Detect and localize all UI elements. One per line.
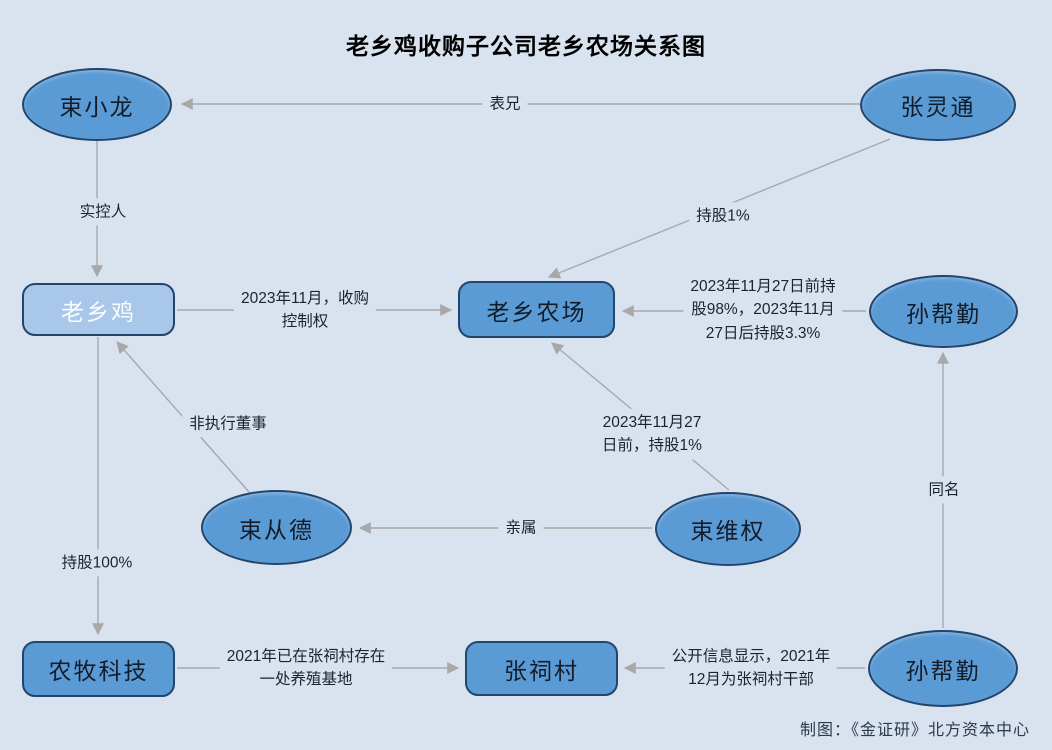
edge-label-weiquan-holding: 2023年11月27 日前，持股1% [595,408,709,460]
edge-label-controller: 实控人 [72,198,134,226]
edge-label-acquire: 2023年11月，收购 控制权 [233,284,377,336]
node-sun-bangqin-bottom: 孙帮勤 [868,630,1018,707]
node-zhang-lingtong: 张灵通 [860,69,1016,141]
node-shu-xiaolong: 束小龙 [22,68,172,141]
node-nongmu-keji: 农牧科技 [22,641,175,697]
node-shu-congde: 束从德 [201,490,352,565]
node-sun-bangqin-top: 孙帮勤 [869,275,1018,348]
edge-label-cadre: 公开信息显示，2021年 12月为张祠村干部 [664,642,838,694]
edge-label-director: 非执行董事 [182,410,274,438]
edge-label-holding100: 持股100% [54,549,140,577]
edge-label-same-name: 同名 [921,476,967,504]
edge-label-relative: 亲属 [498,514,544,542]
edge-label-sun-holding: 2023年11月27日前持 股98%，2023年11月 27日后持股3.3% [683,273,843,347]
node-lao-xiang-farm: 老乡农场 [458,281,615,338]
edge-label-zhang-holding: 持股1% [689,202,757,230]
node-zhangci-village: 张祠村 [465,641,618,696]
node-lao-xiang-ji: 老乡鸡 [22,283,175,336]
edge-label-farm-base: 2021年已在张祠村存在 一处养殖基地 [219,642,393,694]
node-shu-weiquan: 束维权 [655,492,801,566]
edge-label-cousin: 表兄 [482,90,528,118]
diagram-title: 老乡鸡收购子公司老乡农场关系图 [346,33,706,59]
credit-text: 制图：《金证研》北方资本中心 [799,722,1030,739]
